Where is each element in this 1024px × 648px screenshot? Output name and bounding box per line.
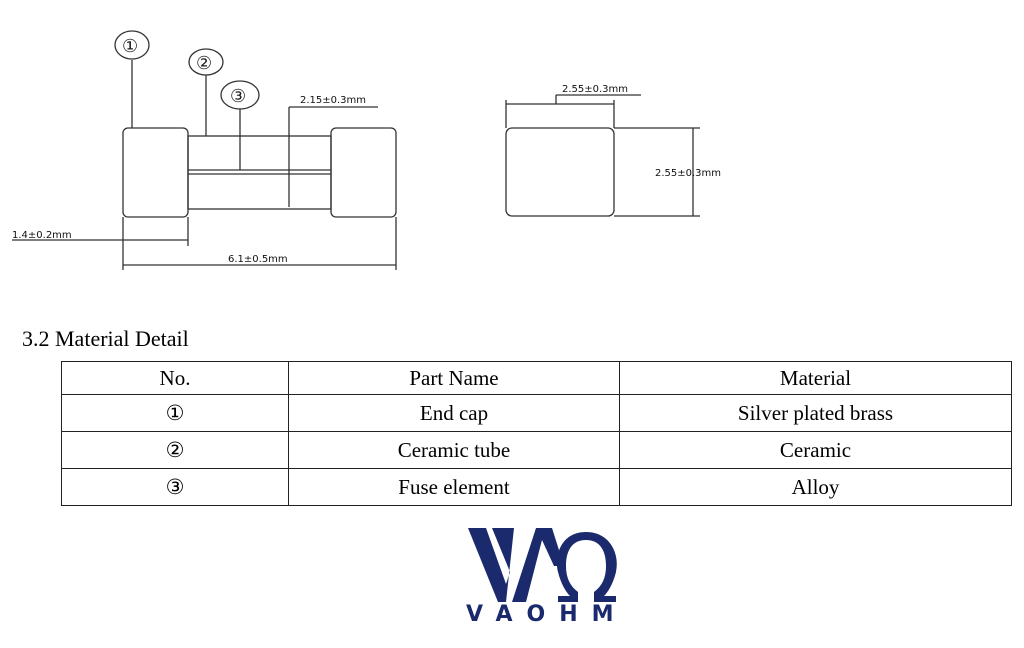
dim-end-height: 2.55±0.3mm	[655, 168, 721, 179]
table-row: ② Ceramic tube Ceramic	[61, 431, 1012, 469]
row-no: ③	[61, 468, 289, 506]
row-no: ①	[61, 394, 289, 432]
dim-end-width: 2.55±0.3mm	[562, 84, 628, 95]
callout-3: ③	[230, 86, 246, 107]
row-no: ②	[61, 431, 289, 469]
fuse-dimension-drawing: ① ② ③ 2.15±0.3mm 1.4±0.2mm 6.1±0.5mm 2.5…	[12, 30, 721, 270]
header-part-name: Part Name	[288, 361, 620, 395]
section-title: 3.2 Material Detail	[22, 326, 189, 351]
ceramic-tube	[187, 135, 332, 210]
end-cap-left	[122, 127, 189, 218]
dim-inner-dia: 2.15±0.3mm	[300, 95, 366, 106]
header-material: Material	[619, 361, 1012, 395]
callout-2: ②	[196, 53, 212, 74]
header-no: No.	[61, 361, 289, 395]
end-view	[505, 127, 615, 217]
dim-cap-len: 1.4±0.2mm	[12, 230, 72, 241]
row-part: Fuse element	[288, 468, 620, 506]
material-table: No. Part Name Material ① End cap Silver …	[61, 361, 1012, 506]
logo-mark-icon	[468, 528, 617, 602]
row-material: Silver plated brass	[619, 394, 1012, 432]
dim-total-len: 6.1±0.5mm	[228, 254, 288, 265]
logo-text: VAOHM	[466, 602, 628, 627]
row-part: End cap	[288, 394, 620, 432]
table-row: ① End cap Silver plated brass	[61, 394, 1012, 432]
vaohm-logo: VAOHM	[466, 526, 626, 631]
table-row: ③ Fuse element Alloy	[61, 468, 1012, 506]
end-cap-right	[330, 127, 397, 218]
callout-1: ①	[122, 36, 138, 57]
row-material: Ceramic	[619, 431, 1012, 469]
table-header-row: No. Part Name Material	[61, 361, 1012, 395]
row-part: Ceramic tube	[288, 431, 620, 469]
row-material: Alloy	[619, 468, 1012, 506]
